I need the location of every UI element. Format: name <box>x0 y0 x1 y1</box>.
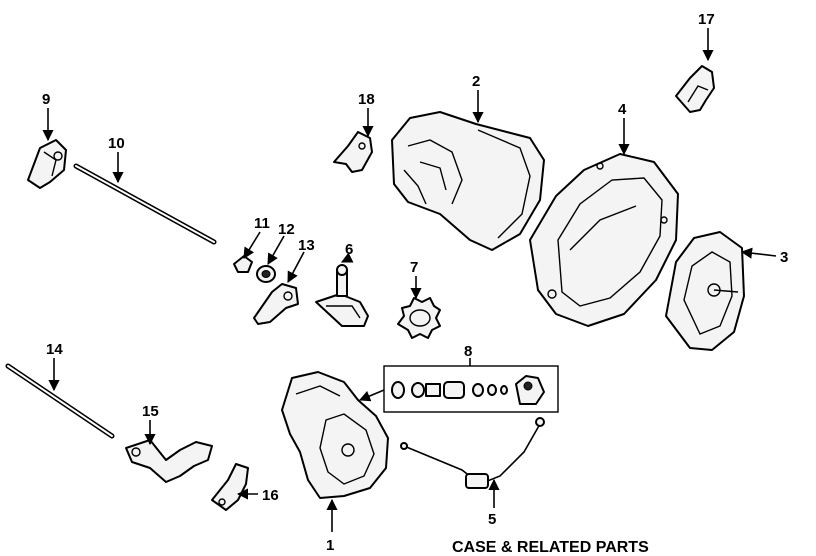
part-11-clip <box>233 255 253 273</box>
callout-17: 17 <box>698 11 715 28</box>
callout-18: 18 <box>358 91 375 108</box>
callout-14: 14 <box>46 341 63 358</box>
part-5-shift-linkage <box>400 417 545 489</box>
diagram-caption: CASE & RELATED PARTS <box>452 539 649 556</box>
callout-8: 8 <box>464 343 472 360</box>
part-10-shift-rod <box>73 163 217 245</box>
part-2-transmission-case <box>391 111 545 251</box>
part-6-shifter-housing <box>315 264 369 327</box>
leader-lines <box>42 28 777 532</box>
callout-5: 5 <box>488 511 496 528</box>
callout-10: 10 <box>108 135 125 152</box>
callout-11: 11 <box>254 215 270 232</box>
part-17-bracket <box>675 65 715 113</box>
part-3-cover-plate <box>665 231 745 351</box>
callout-3: 3 <box>780 249 788 266</box>
part-15-shift-arm <box>125 439 213 483</box>
part-12-ring <box>256 265 276 283</box>
part-14-shift-rod <box>5 363 115 439</box>
callout-2: 2 <box>472 73 480 90</box>
part-18-bracket <box>333 131 373 173</box>
callout-9: 9 <box>42 91 50 108</box>
part-4-bell-housing <box>529 153 679 327</box>
callout-4: 4 <box>618 101 627 118</box>
callout-15: 15 <box>142 403 159 420</box>
callout-7: 7 <box>410 259 418 276</box>
part-9-shift-fork <box>27 139 67 189</box>
callout-12: 12 <box>278 221 295 238</box>
part-13-lever <box>253 283 299 325</box>
callout-1: 1 <box>326 537 334 554</box>
callout-13: 13 <box>298 237 315 254</box>
part-7-gear <box>397 297 441 339</box>
callout-16: 16 <box>262 487 279 504</box>
part-16-bracket <box>211 463 249 511</box>
part-8-kit <box>383 365 559 413</box>
part-1-extension-housing <box>281 371 389 499</box>
callout-labels: 1 2 3 4 5 6 7 8 9 10 11 12 13 14 15 16 1… <box>42 11 788 554</box>
callout-6: 6 <box>345 241 353 258</box>
